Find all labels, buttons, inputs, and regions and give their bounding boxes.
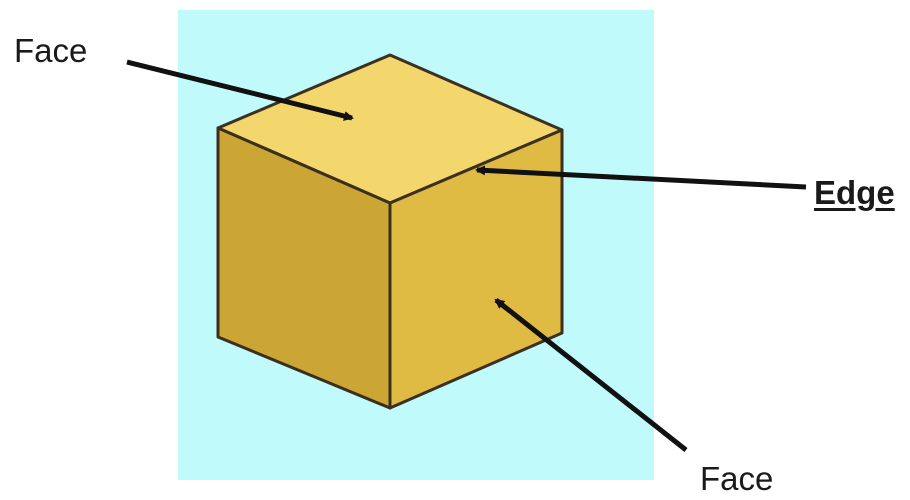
arrow-to-right-face [494,298,688,452]
arrow-to-edge [475,165,807,190]
cube-right-face [388,128,564,410]
cube-left-face-shade [218,128,390,408]
arrow-to-top-face [126,59,354,121]
edge-label: Edge [814,174,895,211]
face-label-bottom: Face [700,460,774,497]
face-label-top: Face [14,32,88,69]
